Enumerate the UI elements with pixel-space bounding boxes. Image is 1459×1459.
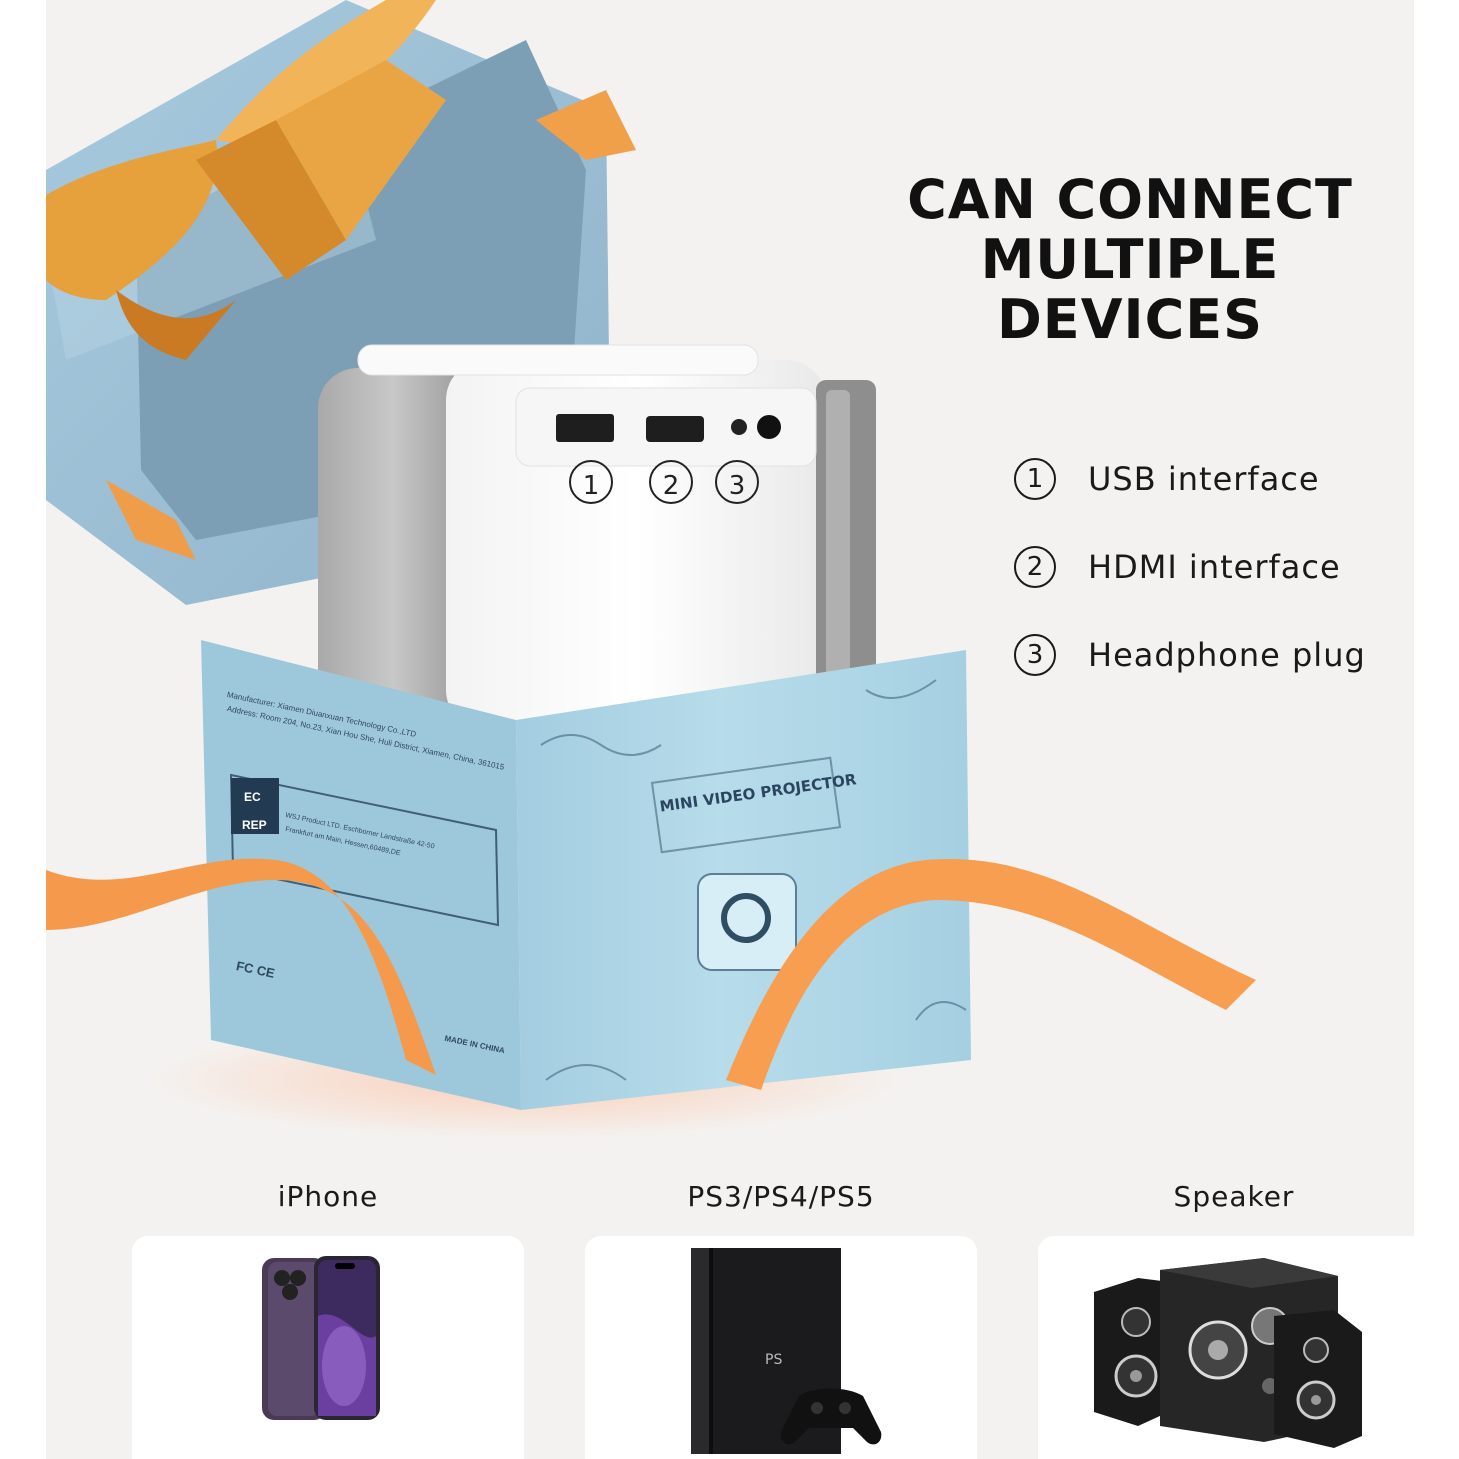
- headline: CAN CONNECT MULTIPLE DEVICES: [846, 170, 1414, 350]
- rep-label: REP: [242, 818, 267, 832]
- number-badge: 3: [1014, 634, 1056, 676]
- ribbon: [46, 858, 1256, 1090]
- speaker-icon: [1094, 1258, 1362, 1448]
- port-item-usb: 1 USB interface: [1014, 455, 1366, 503]
- port-label: USB interface: [1088, 460, 1320, 498]
- port-item-headphone: 3 Headphone plug: [1014, 631, 1366, 679]
- svg-text:2: 2: [663, 471, 680, 501]
- usb-port-icon: [556, 414, 614, 442]
- product-canvas: 1 2 3: [46, 0, 1414, 1459]
- number-badge: 1: [1014, 458, 1056, 500]
- audio-jack-icon: [731, 419, 747, 435]
- port-list: 1 USB interface 2 HDMI interface 3 Headp…: [1014, 455, 1366, 719]
- svg-text:1: 1: [583, 471, 600, 501]
- gift-box-illustration: 1 2 3: [46, 0, 1256, 1140]
- gift-box: [201, 640, 971, 1110]
- port-label: HDMI interface: [1088, 548, 1341, 586]
- device-label: PS3/PS4/PS5: [687, 1180, 875, 1213]
- device-label: iPhone: [277, 1180, 379, 1213]
- ec-label: EC: [244, 790, 261, 804]
- hdmi-port-icon: [646, 416, 704, 442]
- bow: [46, 0, 636, 560]
- iphone-icon: [262, 1256, 380, 1420]
- device-card: [132, 1236, 524, 1459]
- device-playstation: PS3/PS4/PS5 PS: [585, 1180, 977, 1459]
- number-badge: 2: [1014, 546, 1056, 588]
- device-iphone: iPhone: [132, 1180, 524, 1459]
- device-speaker: Speaker: [1038, 1180, 1414, 1459]
- svg-text:3: 3: [729, 471, 746, 501]
- headline-line2: MULTIPLE DEVICES: [980, 228, 1280, 351]
- svg-text:PS: PS: [765, 1352, 782, 1368]
- headline-line1: CAN CONNECT: [907, 168, 1353, 231]
- device-card: PS: [585, 1236, 977, 1459]
- playstation-icon: PS: [691, 1248, 882, 1454]
- port-item-hdmi: 2 HDMI interface: [1014, 543, 1366, 591]
- port-label: Headphone plug: [1088, 636, 1366, 674]
- device-card: [1038, 1236, 1414, 1459]
- projector: 1 2 3: [318, 344, 876, 730]
- device-label: Speaker: [1173, 1180, 1295, 1213]
